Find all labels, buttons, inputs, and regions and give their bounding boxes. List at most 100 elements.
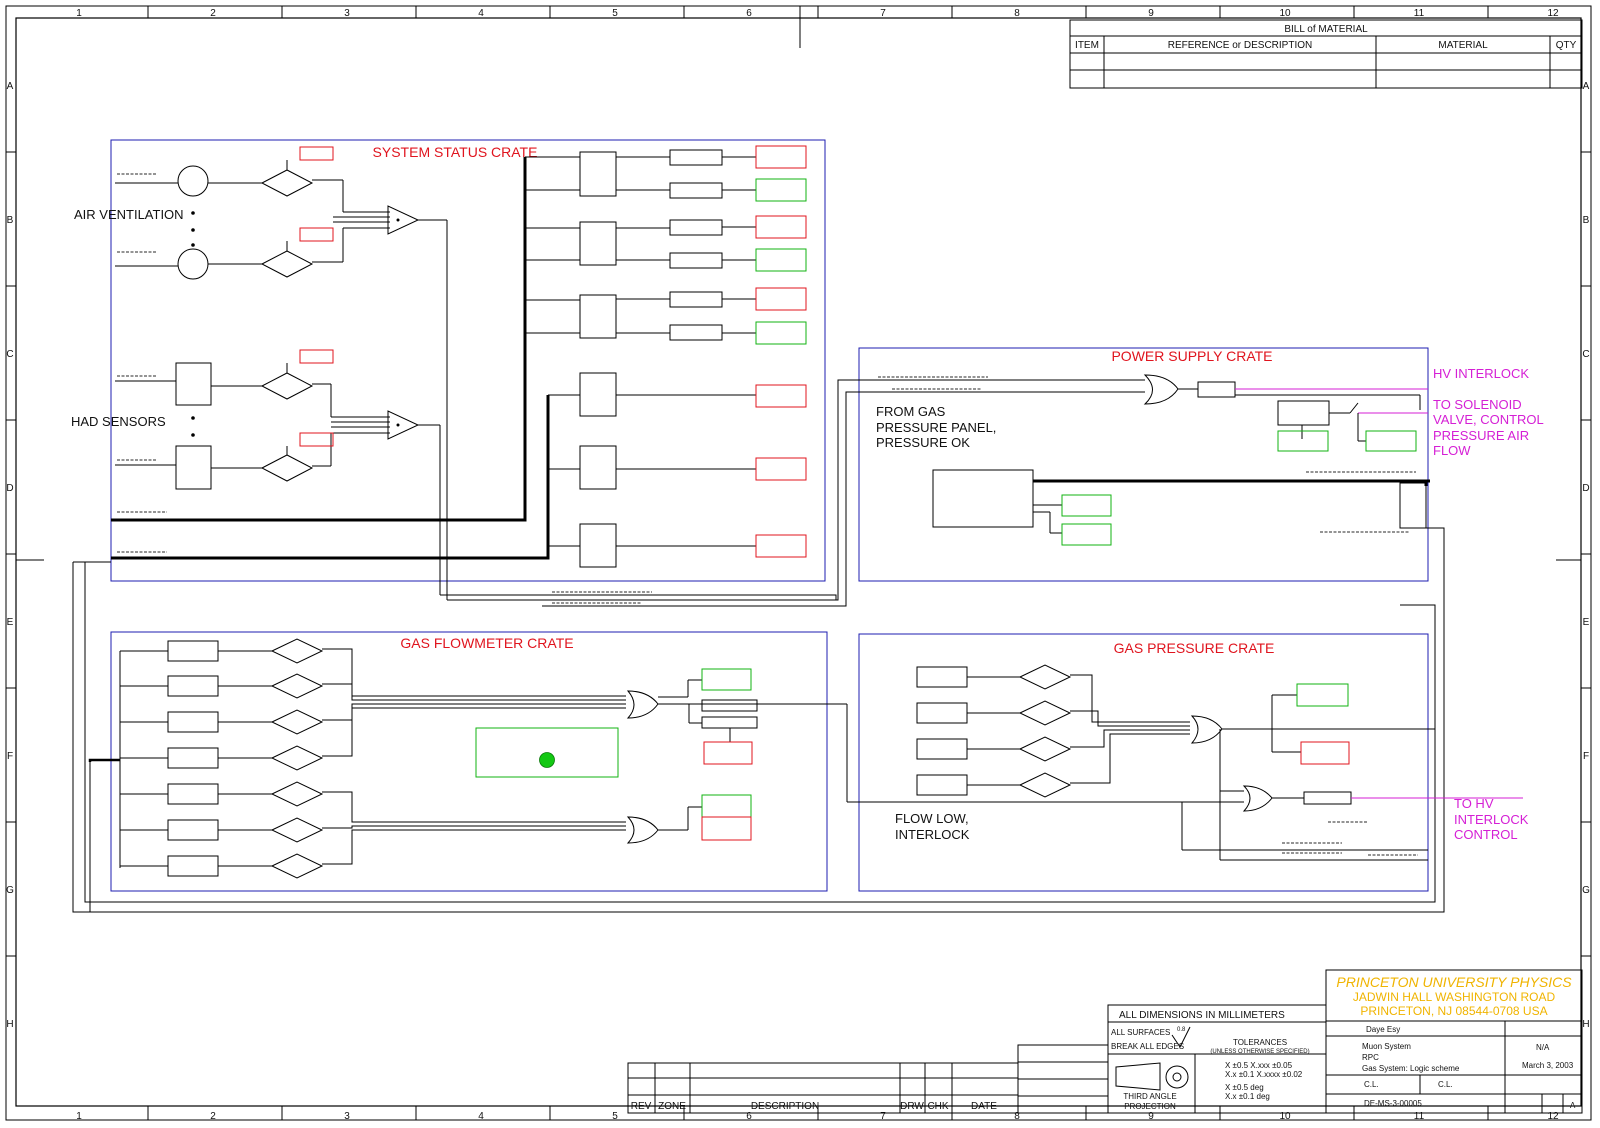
pressure-comparator-4	[1018, 772, 1072, 798]
gas-pressure-module	[579, 445, 617, 490]
flowmeter-box-4	[167, 747, 219, 769]
flowmeter-rows	[120, 638, 626, 879]
pressure-rows	[916, 664, 1190, 798]
system-status-crate-frame	[110, 139, 826, 582]
zone-row-F: F	[7, 751, 13, 762]
zone-column-7: 7	[880, 1111, 886, 1122]
flow-red-1	[703, 741, 753, 765]
solenoid-label-4: FLOW	[1433, 443, 1471, 458]
zone-row-D: D	[1582, 483, 1589, 494]
drawing-title-3: Gas System: Logic scheme	[1362, 1064, 1460, 1073]
projection-label-2: PROJECTION	[1124, 1102, 1176, 1111]
zone-column-4: 4	[478, 1111, 484, 1122]
tolerances-note: (UNLESS OTHERWISE SPECIFIED)	[1210, 1049, 1309, 1055]
zone-column-1: 1	[76, 1111, 82, 1122]
hv-power-supply-box	[932, 469, 1034, 528]
solenoid-driver	[1197, 381, 1236, 398]
zone-column-5: 5	[612, 8, 618, 19]
hv-interlock-driver	[1303, 791, 1352, 805]
zone-column-2: 2	[210, 8, 216, 19]
sheet-size: A	[1570, 1101, 1576, 1110]
gas-flow-module	[579, 372, 617, 417]
checked-by: C.L.	[1438, 1080, 1453, 1089]
pressure-sensor-2	[916, 702, 968, 724]
drawing-title-1: Muon System	[1362, 1042, 1411, 1051]
rev-header-chk: CHK	[927, 1101, 948, 1112]
title-block-frame	[1017, 969, 1583, 1114]
rev-header-description: DESCRIPTION	[751, 1101, 819, 1112]
power-or-gate	[1143, 374, 1179, 405]
hv-or-gate	[1242, 785, 1273, 812]
from-gas-label-2: PRESSURE PANEL,	[876, 420, 996, 435]
zone-row-A: A	[7, 81, 14, 92]
crate-frames	[110, 139, 1429, 892]
component-tags	[117, 173, 1418, 856]
zone-row-B: B	[7, 215, 14, 226]
zone-column-1: 1	[76, 8, 82, 19]
gas-flowmeter-crate-title: GAS FLOWMETER CRATE	[400, 635, 573, 651]
organization-address-1: JADWIN HALL WASHINGTON ROAD	[1353, 990, 1556, 1004]
zone-row-F: F	[1583, 751, 1589, 762]
status-module-3	[579, 294, 617, 339]
rev-header-date: DATE	[971, 1101, 997, 1112]
solenoid-label-3: PRESSURE AIR	[1433, 428, 1529, 443]
rev-header-zone: ZONE	[658, 1101, 686, 1112]
designer-name: Daye Esy	[1366, 1025, 1400, 1034]
warning-light-2	[299, 227, 334, 242]
zone-row-C: C	[6, 349, 13, 360]
zone-column-10: 10	[1279, 1111, 1291, 1122]
flow-wire-2	[322, 683, 626, 701]
flow-comparator-5	[270, 781, 324, 807]
status-indicator-column	[525, 145, 807, 568]
red-light-6	[755, 534, 807, 558]
zone-row-E: E	[7, 617, 14, 628]
zone-row-D: D	[6, 483, 13, 494]
ventilation-comparator-2	[260, 250, 314, 278]
power-green-1	[1277, 430, 1329, 452]
zone-column-3: 3	[344, 8, 350, 19]
flow-low-label-2: INTERLOCK	[895, 827, 970, 842]
had-comparator-2	[260, 454, 314, 482]
from-gas-label-1: FROM GAS	[876, 404, 946, 419]
tolerance-line-3: X ±0.5 deg	[1225, 1083, 1264, 1092]
pressure-or-gate	[1190, 715, 1223, 744]
ventilation-comparator-1	[260, 169, 314, 197]
from-gas-label-3: PRESSURE OK	[876, 435, 970, 450]
flow-comparator-1	[270, 638, 324, 664]
flowmeter-or-gate-1	[626, 690, 659, 719]
hv-interlock-label: HV INTERLOCK	[1433, 366, 1529, 381]
air-ventilation-and-gate	[387, 205, 420, 235]
bom-title: BILL of MATERIAL	[1284, 24, 1368, 35]
zone-row-C: C	[1582, 349, 1589, 360]
flow-comparator-3	[270, 709, 324, 735]
rev-header-drw: DRW	[900, 1101, 924, 1112]
third-angle-projection-symbol	[1115, 1026, 1191, 1091]
flow-low-label-1: FLOW LOW,	[895, 811, 969, 826]
flowmeter-box-7	[167, 855, 219, 877]
pressure-wire-3	[1070, 729, 1190, 748]
drawing-title-2: RPC	[1362, 1053, 1379, 1062]
warning-light-1	[299, 146, 334, 161]
drawing-date: March 3, 2003	[1522, 1061, 1574, 1070]
rev-header-rev: REV	[631, 1101, 652, 1112]
edges-note: BREAK ALL EDGES	[1111, 1042, 1184, 1051]
flowmeter-box-3	[167, 711, 219, 733]
status-module-1	[579, 151, 617, 197]
flowmeter-box-5	[167, 783, 219, 805]
zone-column-9: 9	[1148, 8, 1154, 19]
red-light-5	[755, 457, 807, 481]
drawing-number: DE-MS-3-00005	[1364, 1099, 1422, 1108]
flow-wire-5	[322, 791, 626, 823]
flow-comparator-6	[270, 817, 324, 843]
pressure-green-1	[1296, 683, 1349, 707]
flow-wire-6	[322, 825, 626, 829]
gas-pressure-logic	[1181, 683, 1523, 861]
to-hv-label-3: CONTROL	[1454, 827, 1518, 842]
dimensions-note: ALL DIMENSIONS IN MILLIMETERS	[1119, 1010, 1285, 1021]
had-sensor-2	[175, 445, 212, 490]
flow-red-2	[701, 816, 752, 841]
zone-column-8: 8	[1014, 8, 1020, 19]
zone-column-5: 5	[612, 1111, 618, 1122]
warning-light-4	[299, 432, 334, 447]
zone-row-B: B	[1583, 215, 1590, 226]
